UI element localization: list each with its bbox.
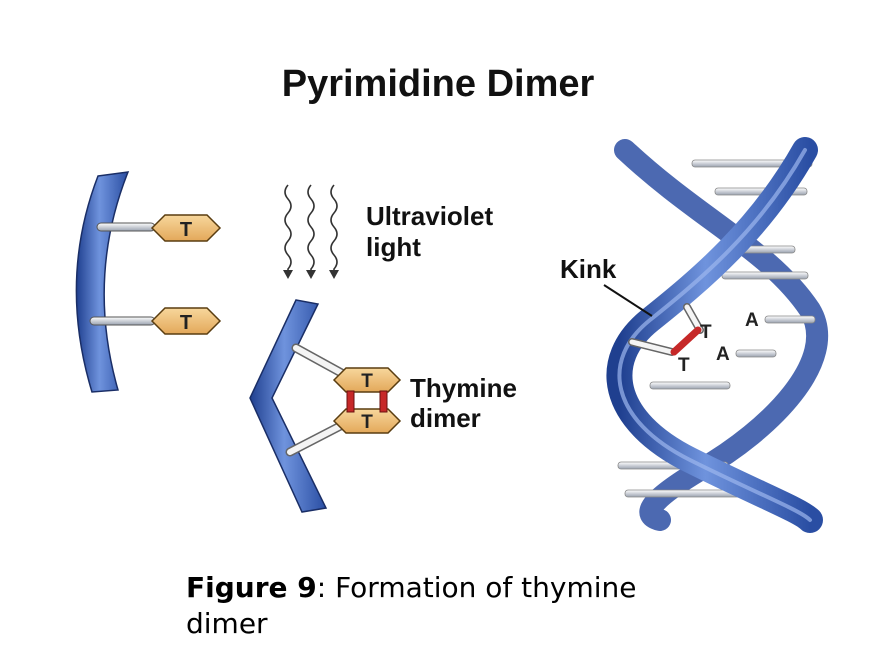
base-pair-rung (721, 271, 809, 280)
thymine-base (150, 214, 222, 242)
thymine-base (150, 307, 222, 335)
double-helix-group: T T A A (603, 137, 828, 533)
uv-ray (330, 184, 338, 272)
caption-text: : Formation of thymine dimer (186, 571, 637, 640)
adenine-stick (764, 315, 816, 324)
thymine-base (332, 367, 402, 393)
thymine-letter: T (361, 371, 373, 392)
dna-backbone-left (75, 171, 130, 393)
uv-ray (284, 184, 292, 272)
normal-strand-group: T T (75, 171, 222, 393)
arrowhead (306, 270, 316, 279)
kinked-thymine-stick (629, 339, 675, 355)
uv-label-line1: Ultraviolet (366, 201, 493, 231)
figure-caption: Figure 9: Formation of thymine dimer (186, 570, 706, 642)
arrowhead (283, 270, 293, 279)
dimer-covalent-bond (379, 390, 388, 413)
thymine-letter: T (700, 322, 712, 343)
uv-ray (307, 184, 315, 272)
dimer-label-line1: Thymine (410, 373, 517, 403)
thymine-letter: T (361, 412, 373, 433)
helix-front-strand-edge (617, 148, 812, 522)
adenine-letter: A (716, 344, 730, 365)
kink-pointer-line (603, 284, 653, 317)
base-pair-rung (649, 381, 731, 390)
thymine-letter: T (180, 312, 192, 334)
dimer-covalent-bond (670, 326, 702, 356)
uv-label-line2: light (366, 232, 421, 262)
thymine-base (332, 408, 402, 434)
kink-label: Kink (560, 254, 617, 284)
pyrimidine-dimer-diagram: Pyrimidine Dimer T T Ultraviolet light T… (75, 63, 828, 533)
bond-stick (96, 222, 156, 232)
uv-light-rays (283, 184, 339, 279)
bond-stick (89, 316, 156, 326)
dna-backbone-bent (249, 299, 328, 513)
arrowhead (329, 270, 339, 279)
kinked-thymine-stick (684, 304, 703, 333)
caption-figure-number: Figure 9 (186, 571, 317, 604)
adenine-letter: A (745, 310, 759, 331)
dimer-strand-group: T T (249, 299, 402, 513)
thymine-letter: T (678, 355, 690, 376)
dimer-covalent-bond (346, 390, 355, 413)
diagram-title: Pyrimidine Dimer (282, 63, 595, 105)
adenine-stick (735, 349, 777, 358)
thymine-letter: T (180, 219, 192, 241)
dimer-label-line2: dimer (410, 403, 481, 433)
